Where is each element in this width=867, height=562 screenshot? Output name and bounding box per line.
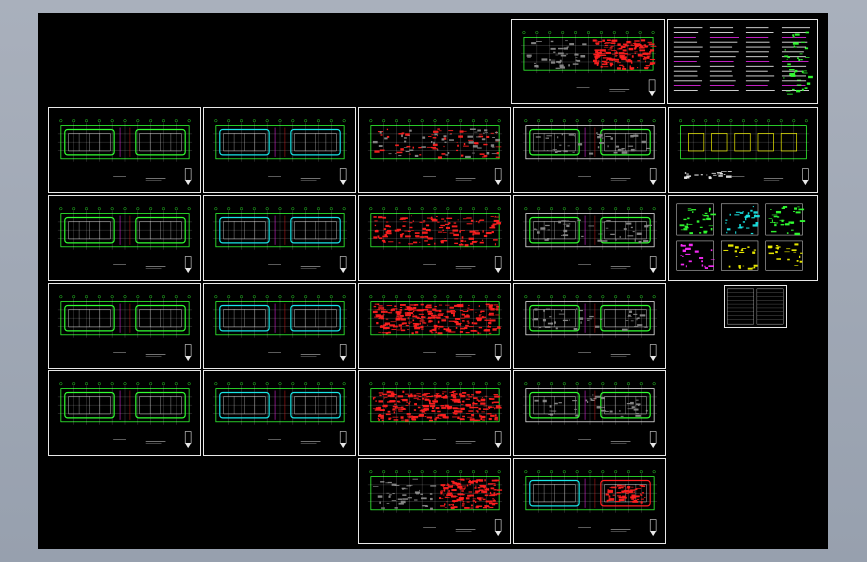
drawing-sheet[interactable] bbox=[513, 195, 666, 281]
drawing-sheet[interactable] bbox=[358, 370, 511, 456]
drawing-sheet[interactable] bbox=[203, 107, 356, 193]
drawing-sheet-notes[interactable] bbox=[667, 19, 818, 104]
drawing-sheet[interactable] bbox=[203, 195, 356, 281]
drawing-sheet[interactable] bbox=[48, 195, 201, 281]
drawing-sheet-table[interactable] bbox=[724, 285, 787, 328]
drawing-sheet[interactable] bbox=[358, 107, 511, 193]
drawing-sheet[interactable] bbox=[358, 195, 511, 281]
drawing-sheet[interactable] bbox=[48, 370, 201, 456]
drawing-sheet[interactable] bbox=[513, 370, 666, 456]
drawing-sheet[interactable] bbox=[513, 458, 666, 544]
drawing-sheet[interactable] bbox=[48, 107, 201, 193]
drawing-sheet[interactable] bbox=[668, 107, 818, 193]
drawing-sheet[interactable] bbox=[513, 107, 666, 193]
drawing-sheet-details[interactable] bbox=[668, 195, 818, 281]
cad-drawing-viewport[interactable] bbox=[38, 13, 828, 549]
drawing-sheet[interactable] bbox=[513, 283, 666, 369]
drawing-sheet[interactable] bbox=[203, 283, 356, 369]
drawing-sheet[interactable] bbox=[358, 458, 511, 544]
drawing-sheet[interactable] bbox=[48, 283, 201, 369]
drawing-sheet[interactable] bbox=[511, 19, 665, 104]
drawing-sheet[interactable] bbox=[203, 370, 356, 456]
drawing-sheet[interactable] bbox=[358, 283, 511, 369]
